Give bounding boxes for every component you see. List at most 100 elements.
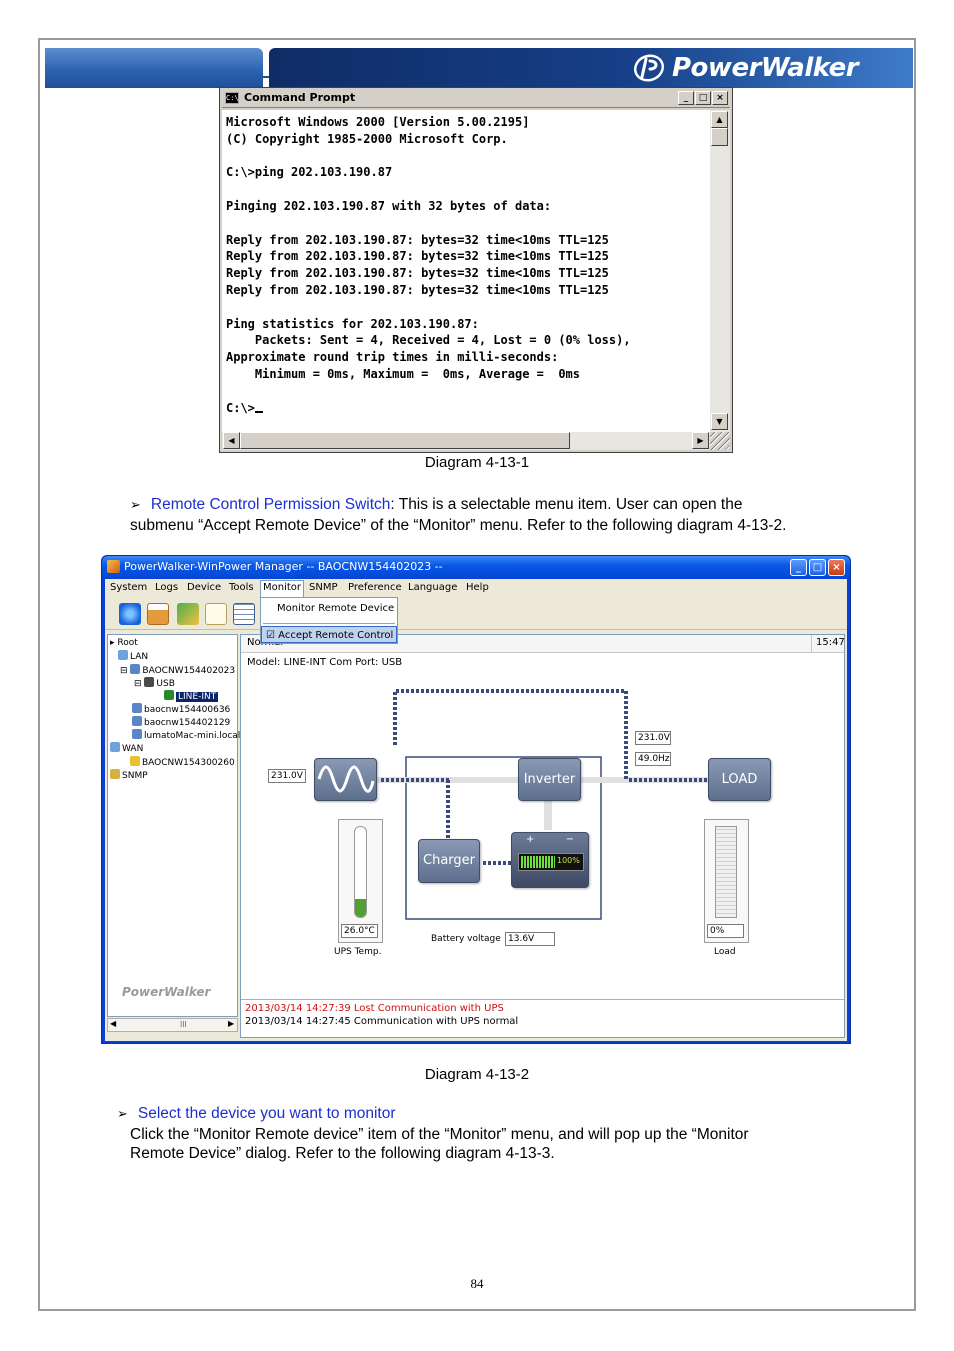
log-entry: 2013/03/14 14:27:45 Communication with U… — [245, 1016, 519, 1027]
tree-node-host-baocnw154300260[interactable]: BAOCNW154300260 — [130, 756, 235, 769]
temperature-gauge: 26.0°C — [338, 819, 383, 943]
scroll-right-icon[interactable]: ▶ — [692, 432, 709, 449]
caption-diagram-1: Diagram 4-13-1 — [424, 454, 530, 471]
menu-preference[interactable]: Preference — [348, 582, 402, 593]
scroll-up-icon[interactable]: ▲ — [711, 111, 728, 128]
menu-tools[interactable]: Tools — [229, 582, 254, 593]
section-text-line: submenu “Accept Remote Device” of the “M… — [130, 516, 787, 534]
scroll-left-icon[interactable]: ◀ — [110, 1019, 117, 1028]
menu-language[interactable]: Language — [408, 582, 458, 593]
tree-node-host-baocnw154402129[interactable]: baocnw154402129 — [132, 716, 230, 729]
menu-help[interactable]: Help — [466, 582, 489, 593]
network-icon — [118, 650, 128, 660]
console-line: C:\>ping 202.103.190.87 — [226, 165, 393, 180]
cmd-console-output[interactable]: Microsoft Windows 2000 [Version 5.00.219… — [222, 110, 710, 432]
load-box: LOAD — [708, 758, 771, 801]
tree-horizontal-scrollbar[interactable]: ◀ III ▶ — [107, 1018, 238, 1032]
temperature-fill — [355, 899, 366, 917]
menu-item-accept-remote-control[interactable]: ☑ Accept Remote Control — [261, 626, 397, 643]
text-cursor — [254, 410, 263, 413]
checkbox-checked-icon: ☑ — [266, 630, 275, 641]
console-line: Packets: Sent = 4, Received = 4, Lost = … — [226, 333, 631, 348]
bullet-arrow-icon: ➢ — [130, 498, 141, 513]
brand-text: PowerWalker — [672, 53, 859, 83]
console-line — [226, 148, 706, 165]
event-log-icon[interactable] — [205, 603, 227, 625]
cmd-close-button[interactable]: × — [712, 91, 728, 105]
schedule-icon[interactable] — [147, 603, 169, 625]
scroll-left-icon[interactable]: ◀ — [223, 432, 240, 449]
battery-voltage-value: 13.6V — [505, 932, 555, 946]
computer-icon — [132, 703, 142, 713]
cmd-minimize-button[interactable]: _ — [678, 91, 694, 105]
winpower-titlebar[interactable]: PowerWalker-WinPower Manager -- BAOCNW15… — [102, 556, 850, 579]
model-info: Model: LINE-INT Com Port: USB — [247, 657, 403, 668]
console-line: Approximate round trip times in milli-se… — [226, 350, 559, 365]
temperature-label: UPS Temp. — [334, 947, 382, 957]
scroll-down-icon[interactable]: ▼ — [711, 413, 728, 430]
header-banner-notch — [263, 76, 269, 78]
winpower-maximize-button[interactable]: □ — [809, 559, 826, 576]
usb-icon — [144, 677, 155, 687]
section-title-select-device: Select the device you want to monitor — [137, 1105, 396, 1122]
console-line: Microsoft Windows 2000 [Version 5.00.219… — [226, 115, 530, 129]
log-entry: 2013/03/14 14:27:39 Lost Communication w… — [245, 1003, 504, 1014]
menu-item-monitor-remote-device[interactable]: Monitor Remote Device — [277, 603, 395, 614]
section-select-device: ➢Select the device you want to monitor C… — [117, 1104, 857, 1164]
cmd-horizontal-scrollbar[interactable]: ◀ ▶ — [222, 432, 710, 450]
ups-flow-diagram: 231.0V Inverter 231.0V 49.0Hz LOAD Charg… — [241, 670, 844, 977]
winpower-close-button[interactable]: × — [828, 559, 845, 576]
status-time: 15:47 — [816, 637, 845, 648]
cmd-maximize-button[interactable]: □ — [695, 91, 711, 105]
load-label: Load — [714, 947, 736, 957]
ups-device-icon — [164, 690, 174, 700]
menu-logs[interactable]: Logs — [155, 582, 179, 593]
scroll-thumb-grip[interactable]: III — [180, 1020, 187, 1029]
power-icon[interactable] — [119, 603, 141, 625]
tree-node-usb[interactable]: ⊟ USB — [134, 677, 175, 689]
output-frequency-value: 49.0Hz — [635, 752, 671, 766]
data-log-icon[interactable] — [233, 603, 255, 625]
cmd-hscroll-thumb[interactable] — [240, 432, 570, 449]
output-voltage-value: 231.0V — [635, 731, 671, 745]
tree-node-lan[interactable]: LAN — [118, 650, 148, 663]
cmd-titlebar[interactable]: C:\ Command Prompt _ □ × — [222, 90, 730, 108]
page-number: 84 — [470, 1276, 484, 1291]
tree-node-line-int[interactable]: LINE-INT — [164, 690, 219, 703]
console-line: C:\> — [226, 400, 706, 417]
input-source-box — [314, 758, 377, 801]
ups-device-icon — [130, 756, 140, 766]
tree-node-host-baocnw154400636[interactable]: baocnw154400636 — [132, 703, 230, 716]
monitor-menu-dropdown: Monitor Remote Device ☑ Accept Remote Co… — [260, 597, 398, 644]
cmd-title: Command Prompt — [244, 91, 356, 104]
event-log: 2013/03/14 14:27:39 Lost Communication w… — [241, 999, 844, 1037]
menu-system[interactable]: System — [110, 582, 148, 593]
tree-node-host-lumatomac[interactable]: lumatoMac-mini.local — [132, 729, 240, 742]
tree-node-wan[interactable]: WAN — [110, 742, 143, 755]
load-value: 0% — [707, 924, 744, 938]
tree-node-host-baocnw154402023[interactable]: ⊟ BAOCNW154402023 — [120, 664, 236, 676]
resize-grip-icon[interactable] — [710, 432, 730, 450]
menu-bar: System Logs Device Tools Monitor SNMP Pr… — [105, 579, 847, 598]
cmd-vertical-scrollbar[interactable]: ▲ ▼ — [710, 110, 730, 432]
battery-percent: 100% — [557, 856, 580, 865]
battery-plus-icon: + — [526, 834, 535, 845]
menu-snmp[interactable]: SNMP — [309, 582, 338, 593]
console-line: Reply from 202.103.190.87: bytes=32 time… — [226, 249, 609, 264]
battery-level-display: 100% — [518, 853, 584, 871]
winpower-minimize-button[interactable]: _ — [790, 559, 807, 576]
winpower-title: PowerWalker-WinPower Manager -- BAOCNW15… — [124, 560, 443, 573]
menu-monitor[interactable]: Monitor — [260, 580, 305, 598]
brand-logo: PowerWalker — [632, 50, 859, 86]
tree-node-root[interactable]: ▸ Root — [110, 638, 138, 648]
users-icon[interactable] — [177, 603, 199, 625]
section-text-line: : This is a selectable menu item. User c… — [390, 496, 743, 513]
battery-level-bars — [521, 856, 555, 868]
tree-node-snmp[interactable]: SNMP — [110, 769, 148, 782]
scroll-right-icon[interactable]: ▶ — [228, 1019, 235, 1028]
header-banner-right — [269, 48, 913, 88]
menu-separator — [263, 623, 395, 624]
cmd-vscroll-thumb[interactable] — [711, 128, 728, 146]
menu-device[interactable]: Device — [187, 582, 222, 593]
console-line: Pinging 202.103.190.87 with 32 bytes of … — [226, 198, 552, 213]
